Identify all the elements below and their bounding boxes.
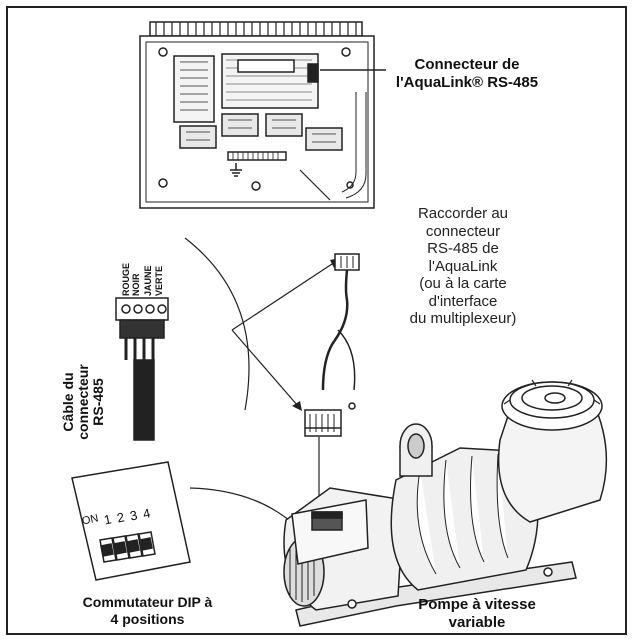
panel-fins [149,21,363,37]
aqualink-connector-label: Connecteur de l'AquaLink® RS-485 [395,56,539,91]
wire-label-green: VERTE [154,265,164,296]
dip-leader [189,487,301,531]
variable-speed-pump [283,379,608,627]
wire-label-yellow: JAUNE [143,265,153,296]
connection-arrow-lower [231,329,299,407]
control-panel [139,21,375,209]
dip-switch-label: Commutateur DIP à 4 positions [82,594,213,627]
connection-arc [184,237,250,411]
wire-label-red: ROUGE [121,262,131,296]
connection-arrow-upper [231,261,336,331]
pump-label: Pompe à vitesse variable [418,596,536,631]
cable-label: Câble du connecteur RS-485 [60,364,106,440]
rs485-cable [115,297,169,441]
connect-instructions-label: Raccorder au connecteur RS-485 de l'Aqua… [409,205,517,327]
dip-switch [71,461,191,581]
wire-label-black: NOIR [131,273,141,297]
adapter-harness [304,253,360,437]
